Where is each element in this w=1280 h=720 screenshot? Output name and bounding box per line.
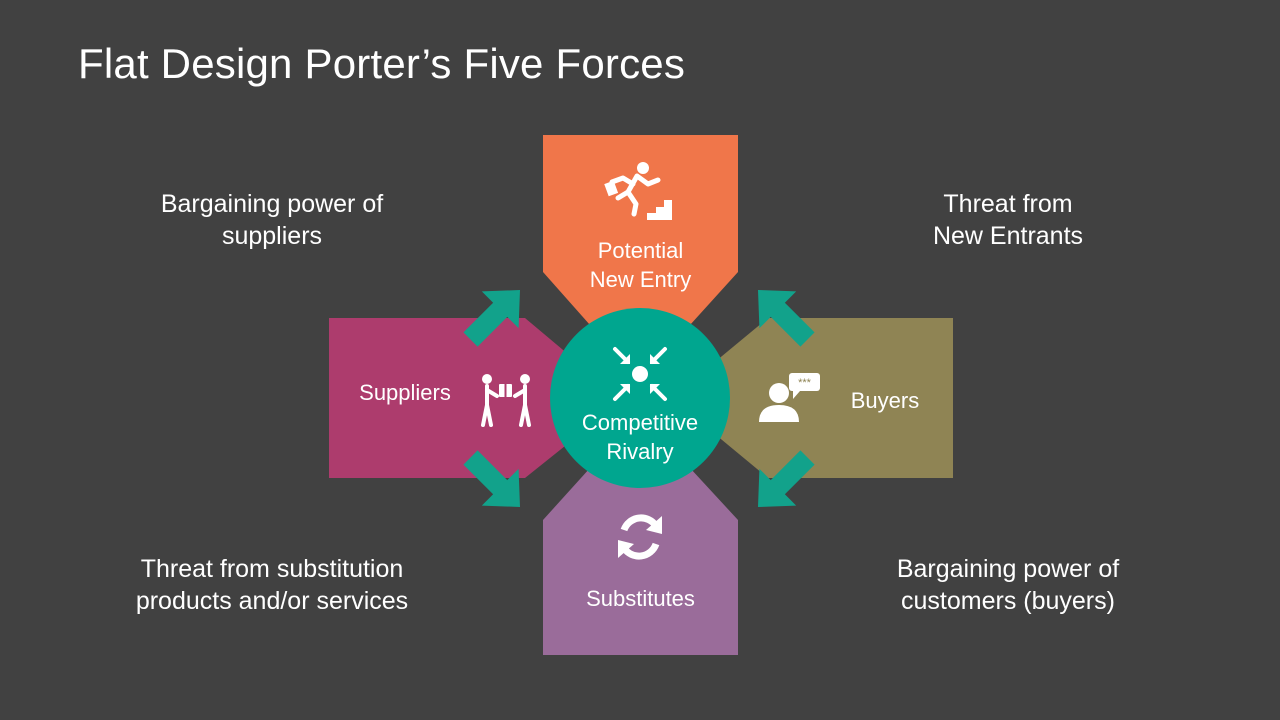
substitutes-label: Substitutes [586,586,695,611]
caption-threat-new-entrants: Threat from New Entrants [932,190,1084,250]
arrow-bottom-left-icon [463,450,520,507]
competitive-rivalry-label: Competitive Rivalry [581,410,699,464]
arrow-top-left-icon [463,290,520,347]
running-up-stairs-icon [604,162,672,220]
slide-title: Flat Design Porter’s Five Forces [78,40,686,87]
converging-arrows-icon [613,347,667,401]
arrow-top-right-icon [758,290,815,347]
handshake-gift-icon [481,374,531,427]
caption-threat-substitution: Threat from substitution products and/or… [135,555,409,615]
buyers-shape [710,318,953,478]
substitutes-shape [543,468,738,655]
potential-new-entry-shape [543,135,738,325]
arrow-bottom-right-icon [758,450,815,507]
refresh-cycle-icon [618,514,662,560]
suppliers-shape [329,318,575,478]
svg-text:***: *** [798,377,812,389]
buyers-label: Buyers [850,388,920,413]
caption-bargaining-power-suppliers: Bargaining power of suppliers [160,190,384,250]
customer-speech-icon: *** [759,373,820,422]
suppliers-label: Suppliers [359,380,451,405]
caption-bargaining-power-customers: Bargaining power of customers (buyers) [896,555,1120,615]
competitive-rivalry-circle [550,308,730,488]
potential-new-entry-label: Potential New Entry [589,238,692,292]
